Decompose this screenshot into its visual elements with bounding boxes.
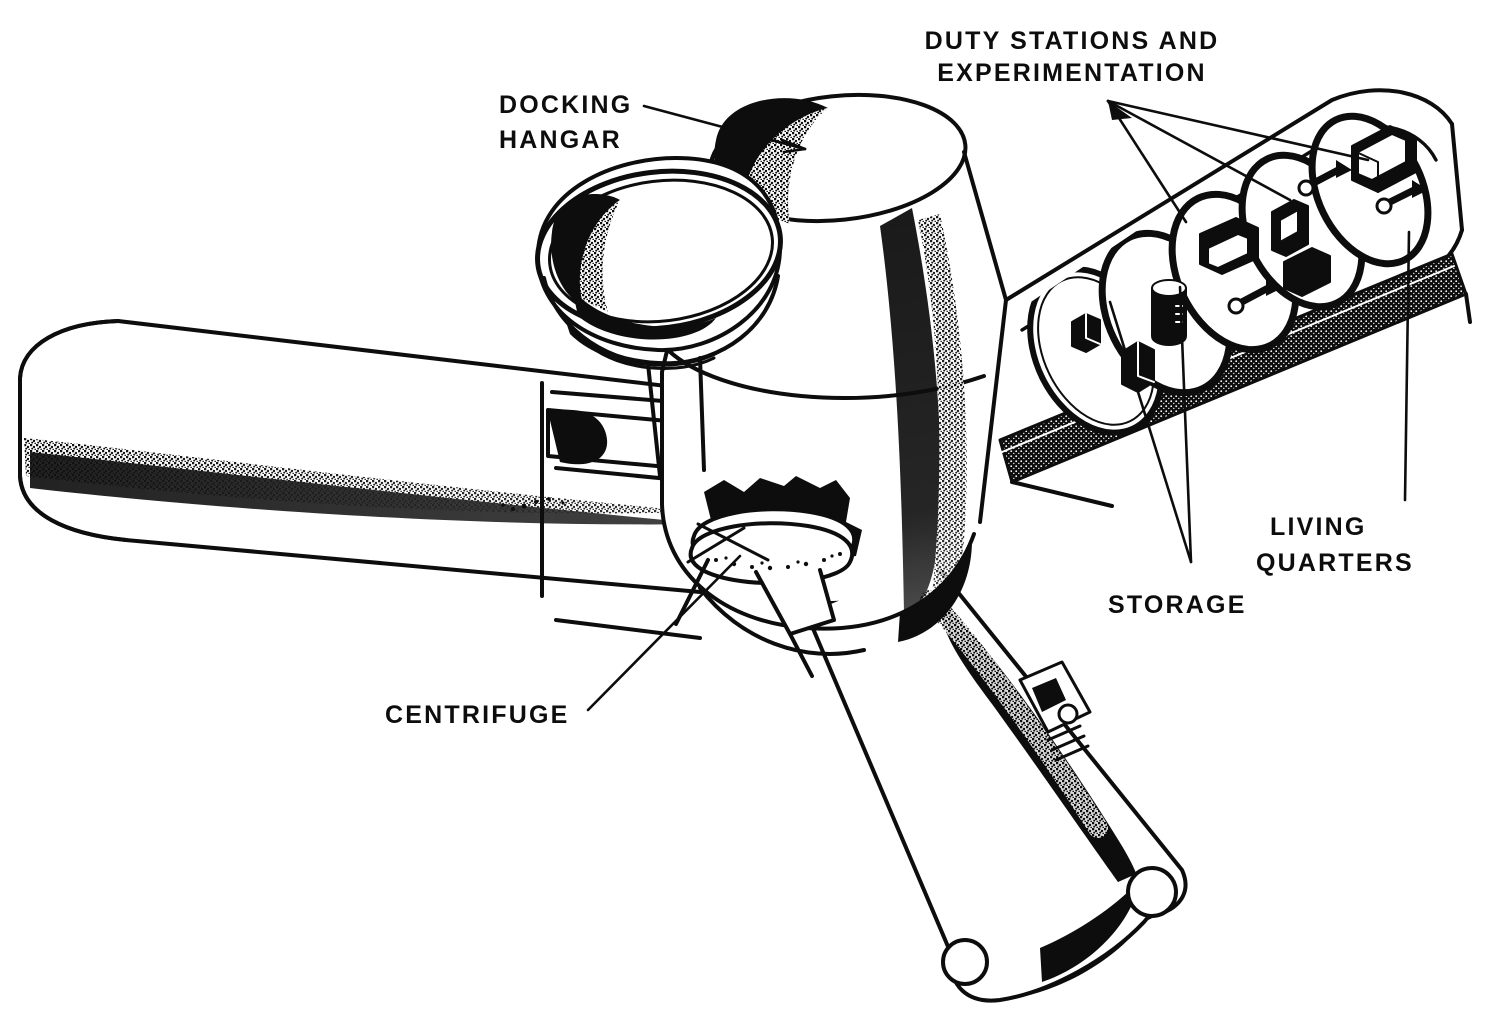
lower-arm bbox=[804, 544, 1188, 1003]
right-arm-interior bbox=[1027, 112, 1432, 436]
callout-centrifuge: CENTRIFUGE bbox=[385, 701, 570, 729]
module-prop-handle bbox=[1227, 278, 1282, 315]
callout-living-quarters-line1: LIVING bbox=[1270, 513, 1367, 541]
leader-storage bbox=[1108, 285, 1193, 564]
callout-living-quarters-line2: QUARTERS bbox=[1256, 549, 1414, 577]
callout-docking-hangar-line2: HANGAR bbox=[499, 126, 622, 154]
module-prop-cube bbox=[1071, 313, 1101, 353]
lower-arm-nozzle bbox=[941, 938, 989, 986]
module-prop-cube bbox=[1121, 341, 1155, 393]
lower-arm-hatch bbox=[1018, 660, 1092, 762]
module-prop-equipment-box bbox=[1351, 125, 1417, 193]
docking-hangar-bowl bbox=[535, 156, 783, 478]
leader-duty-stations bbox=[1106, 99, 1370, 224]
leader-centrifuge bbox=[586, 554, 742, 712]
callout-duty-stations: DUTY STATIONS AND EXPERIMENTATION bbox=[925, 27, 1220, 87]
module-prop-handle bbox=[1297, 160, 1352, 197]
module-prop-console bbox=[1199, 217, 1259, 275]
callout-living-quarters: LIVING QUARTERS bbox=[1256, 513, 1414, 577]
callout-duty-stations-line2: EXPERIMENTATION bbox=[937, 59, 1207, 87]
callout-storage: STORAGE bbox=[1108, 591, 1247, 619]
leader-docking-hangar bbox=[642, 104, 807, 154]
module-prop-canister bbox=[1151, 279, 1187, 346]
module-prop-handle bbox=[1375, 180, 1428, 215]
left-arm bbox=[18, 319, 706, 640]
callout-storage-label: STORAGE bbox=[1108, 591, 1247, 619]
callout-docking-hangar: DOCKING HANGAR bbox=[499, 91, 632, 154]
leader-living-quarters bbox=[1403, 230, 1411, 502]
module-prop-console bbox=[1283, 247, 1331, 297]
callout-duty-stations-line1: DUTY STATIONS AND bbox=[925, 27, 1220, 55]
callout-docking-hangar-line1: DOCKING bbox=[499, 91, 632, 119]
centrifuge-ring bbox=[674, 476, 862, 678]
callout-centrifuge-label: CENTRIFUGE bbox=[385, 701, 570, 729]
lower-arm-nozzle bbox=[1126, 866, 1178, 918]
module-prop-panel bbox=[1271, 199, 1309, 257]
